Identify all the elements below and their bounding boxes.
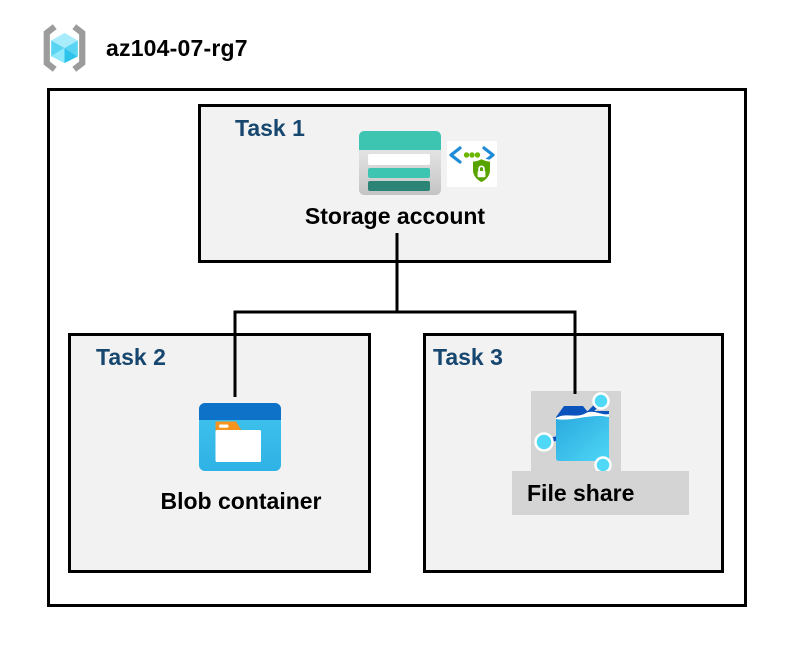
file-share-icon (531, 391, 621, 473)
resource-group-header: az104-07-rg7 (37, 20, 248, 76)
storage-account-icon (359, 131, 441, 195)
task1-box: Task 1 (198, 104, 611, 263)
security-shield-icon (471, 156, 492, 185)
folder-tab (215, 421, 242, 431)
storage-bar-teal (368, 168, 430, 178)
file-share-label-highlight: File share (512, 471, 689, 515)
blob-container-icon (199, 403, 281, 471)
storage-top-band (359, 131, 441, 150)
task2-box: Task 2 Blob container (68, 333, 371, 573)
task3-box: Task 3 (423, 333, 724, 573)
resource-group-name: az104-07-rg7 (106, 34, 248, 61)
resource-group-brackets (43, 24, 86, 72)
storage-bar-white (368, 154, 430, 165)
secure-access-icon (447, 141, 497, 187)
shared-folder (556, 406, 609, 461)
storage-account-label: Storage account (304, 203, 486, 229)
blob-container-label: Blob container (160, 488, 322, 514)
resource-group-icon (43, 24, 86, 72)
blob-top-band (199, 403, 281, 420)
task2-label: Task 2 (96, 344, 166, 370)
file-share-label: File share (527, 479, 635, 506)
padlock-icon (477, 165, 486, 178)
task3-label: Task 3 (433, 344, 503, 370)
task1-label: Task 1 (235, 115, 305, 141)
code-bracket-left (449, 146, 462, 164)
code-dots (463, 152, 481, 158)
folder-body (215, 430, 261, 462)
storage-bar-dark-teal (368, 181, 430, 191)
folder-tab-dash (219, 424, 229, 428)
resource-group-cube (51, 32, 78, 64)
